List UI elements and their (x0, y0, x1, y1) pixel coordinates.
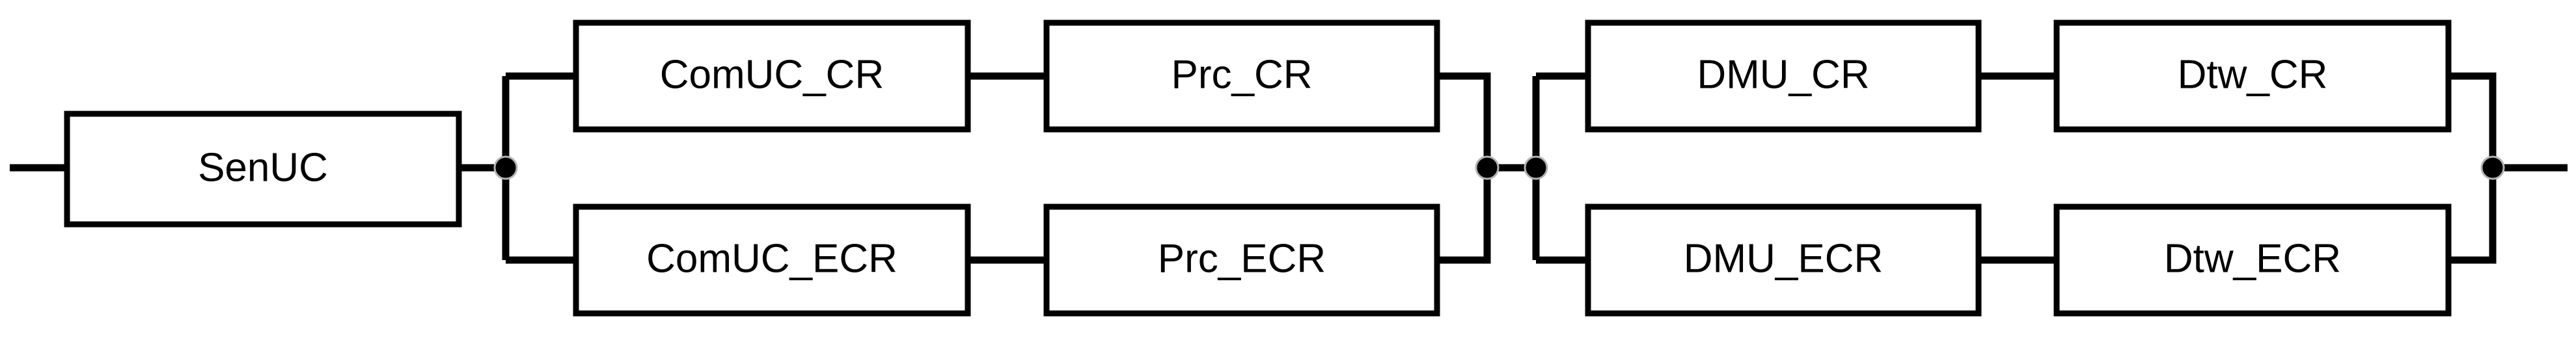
block-outline-comuc_ecr (573, 204, 971, 317)
block-layer: SenUC ComUC_CR Prc_CR DMU_CR Dtw_CR ComUC_ECR… (64, 20, 2452, 317)
wire-layer (10, 72, 2568, 264)
block-dmu_ecr[interactable]: DMU_ECR (1585, 204, 1982, 317)
block-outline-comuc_cr (573, 20, 971, 133)
block-comuc_cr[interactable]: ComUC_CR (573, 20, 971, 133)
junction-node-layer (493, 155, 2505, 180)
block-label-senuc: SenUC (198, 145, 328, 190)
block-outline-dmu_ecr (1585, 204, 1982, 317)
block-label-dtw_cr: Dtw_CR (2178, 52, 2328, 97)
block-dtw_ecr[interactable]: Dtw_ECR (2053, 204, 2452, 317)
block-outline-dtw_ecr (2053, 204, 2452, 317)
node-split-1 (493, 155, 518, 180)
wire-prccr-merge1 (1437, 72, 1491, 168)
block-outline-dtw_cr (2053, 20, 2452, 133)
node-split-2 (1524, 155, 1548, 180)
block-outline-dmu_cr (1585, 20, 1982, 133)
block-prc_ecr[interactable]: Prc_ECR (1043, 204, 1440, 317)
block-label-dmu_cr: DMU_CR (1697, 52, 1869, 97)
block-dmu_cr[interactable]: DMU_CR (1585, 20, 1982, 133)
block-label-dtw_ecr: Dtw_ECR (2164, 236, 2341, 281)
block-outline-prc_ecr (1043, 204, 1440, 317)
node-merge-1 (1475, 155, 1500, 180)
node-merge-2 (2480, 155, 2505, 180)
block-label-prc_cr: Prc_CR (1171, 52, 1312, 97)
block-outline-prc_cr (1043, 20, 1440, 133)
block-label-comuc_cr: ComUC_CR (660, 52, 884, 97)
wire-prcecr-merge1 (1437, 168, 1491, 264)
block-label-prc_ecr: Prc_ECR (1158, 236, 1326, 281)
block-label-comuc_ecr: ComUC_ECR (646, 236, 897, 281)
block-dtw_cr[interactable]: Dtw_CR (2053, 20, 2452, 133)
block-senuc[interactable]: SenUC (64, 111, 462, 228)
block-prc_cr[interactable]: Prc_CR (1043, 20, 1440, 133)
block-label-dmu_ecr: DMU_ECR (1684, 236, 1884, 281)
block-comuc_ecr[interactable]: ComUC_ECR (573, 204, 971, 317)
wire-dtwcr-merge2 (2448, 72, 2497, 168)
block-outline-senuc (64, 111, 462, 228)
wire-dtwecr-merge2 (2448, 168, 2497, 264)
